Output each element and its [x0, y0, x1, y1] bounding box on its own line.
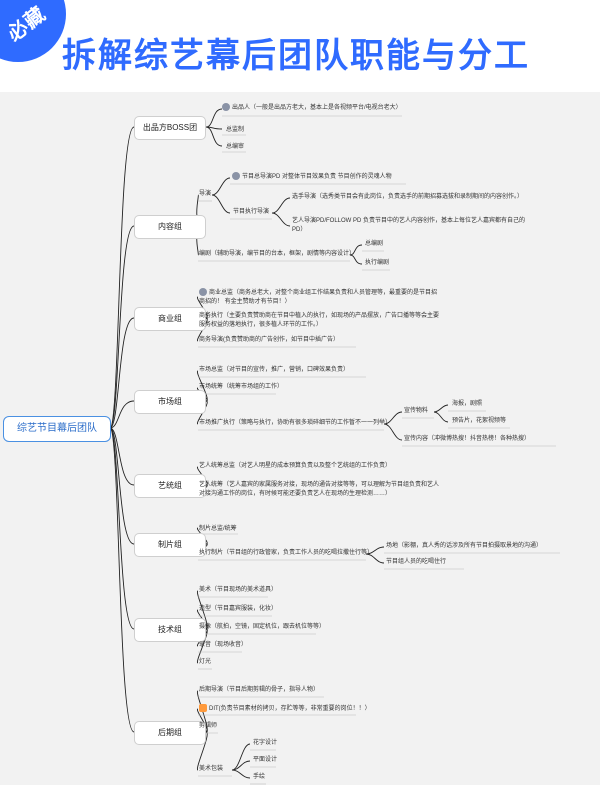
leaf-promo-material[interactable]: 宣传物料: [404, 408, 429, 414]
leaf-producer[interactable]: 出品人（一般是出品方老大，基本上是各视频平台/电视台老大）: [222, 103, 402, 113]
leaf-promo-content[interactable]: 宣传内容（冲微博热搜！抖音热榜！各种热搜）: [404, 436, 531, 442]
edge-root-tech: [109, 427, 135, 630]
edge-root-production: [109, 427, 135, 545]
page-title: 拆解综艺幕后团队职能与分工: [62, 37, 530, 75]
leaf-misc[interactable]: 手绘: [253, 774, 266, 780]
leaf-writer[interactable]: 编剧（辅助导演，编节目的台本，框架，剧情等内容设计）: [199, 251, 356, 257]
leaf-exec-writer[interactable]: 执行编剧: [365, 260, 390, 266]
leaf-market-director[interactable]: 市场总监（对节目的宣传，推广，营销，口碑效果负责）: [199, 367, 350, 373]
leaf-dit-text: DIT(负责节目素材的拷贝，存贮等等，非常重要的岗位！！）: [209, 706, 371, 712]
edge-root-artist: [109, 427, 135, 486]
edge-root-business: [109, 317, 135, 429]
leaf-business-director[interactable]: 商业总监（商务总老大，对整个商业组工作结果负责和人员管理等，最重要的是节目招商招…: [199, 288, 439, 307]
leaf-art[interactable]: 美术（节目现场的美术道具）: [199, 587, 278, 593]
leaf-market-exec[interactable]: 市场推广执行（策略与执行，协助有很多琐碎细节的工作暂不一一列举）: [199, 420, 392, 426]
leaf-chief-director-text: 节目总导演PD 对整体节目效果负责 节目创作的灵魂人物: [242, 174, 392, 180]
leaf-casting-director[interactable]: 选手导演（选秀类节目会有此岗位，负责选手的前期招募选拔和录制期间的内容创作。）: [292, 194, 524, 200]
medal-icon: [232, 172, 240, 180]
leaf-segment-director[interactable]: 节目执行导演: [233, 209, 270, 215]
leaf-poster[interactable]: 海报，剧照: [452, 401, 483, 407]
leaf-packaging[interactable]: 美术包装: [199, 766, 224, 772]
leaf-chief-producer[interactable]: 制片总监/统筹: [199, 526, 237, 532]
leaf-subtitle[interactable]: 花字设计: [253, 740, 278, 746]
leaf-editor[interactable]: 剪辑师: [199, 723, 218, 729]
root-node[interactable]: 综艺节目幕后团队: [3, 416, 111, 442]
header: 必藏 拆解综艺幕后团队职能与分工: [0, 0, 600, 92]
connector-lines: [109, 108, 560, 785]
leaf-trailer[interactable]: 预告片，花絮视频等: [452, 418, 507, 424]
leaf-director[interactable]: 导演: [199, 191, 212, 197]
collect-badge: 必藏: [0, 0, 66, 62]
leaf-business-director2[interactable]: 商务导演(负责赞助商的广告创作，如节目中插广告）: [199, 337, 339, 343]
leaf-location[interactable]: 场地（影棚，真人秀的话涉及所有节目拍摄取景地的沟通）: [386, 543, 543, 549]
leaf-business-exec[interactable]: 商务执行（主要负责赞助商在节目中植入的执行，如现场的产品摆放，广告口播等等会主要…: [199, 313, 440, 328]
edge-root-market: [109, 400, 135, 429]
branch-business[interactable]: 商业组: [134, 307, 206, 331]
leaf-chief-director[interactable]: 节目总导演PD 对整体节目效果负责 节目创作的灵魂人物: [232, 172, 392, 182]
leaf-post-director[interactable]: 后期导演（节目后期剪辑的骨子，指导人物）: [199, 687, 320, 693]
leaf-camera[interactable]: 摄像（航拍，空镜，固定机位，跟去机位等等）: [199, 624, 326, 630]
leaf-chief-reviewer[interactable]: 总编审: [226, 144, 245, 150]
leaf-graphic[interactable]: 平面设计: [253, 757, 278, 763]
branch-artist[interactable]: 艺统组: [134, 474, 206, 498]
branch-content[interactable]: 内容组: [134, 215, 206, 239]
leaf-chief-writer[interactable]: 总编剧: [365, 241, 384, 247]
leaf-artist-planner[interactable]: 艺人统筹（艺人嘉宾的家属服务对接，现场的通告对接等等，可以理解为节目组负责和艺人…: [199, 482, 440, 497]
branch-post[interactable]: 后期组: [134, 721, 206, 745]
leaf-exec-producer[interactable]: 执行制片（节目组的行政管家，负责工作人员的吃喝拉撒住行等）: [199, 550, 374, 556]
badge-label: 必藏: [3, 2, 51, 47]
branch-production[interactable]: 制片组: [134, 533, 206, 557]
leaf-styling[interactable]: 造型（节目嘉宾服装，化妆）: [199, 606, 278, 612]
edge-root-post: [109, 427, 135, 733]
leaf-lighting[interactable]: 灯光: [199, 659, 212, 665]
leaf-artist-director[interactable]: 艺人统筹总监（对艺人明星的成本预算负责以及整个艺统组的工作负责）: [199, 463, 392, 469]
leaf-sound[interactable]: 录音（现场收音）: [199, 642, 248, 648]
leaf-dit[interactable]: DIT(负责节目素材的拷贝，存贮等等，非常重要的岗位！！）: [199, 704, 371, 714]
leaf-business-director-text: 商业总监（商务总老大，对整个商业组工作结果负责和人员管理等，最重要的是节目招商招…: [199, 290, 438, 305]
leaf-artist-director[interactable]: 艺人导演PD/FOLLOW PD 负责节目中的艺人内容创作，基本上每位艺人嘉宾都…: [292, 218, 526, 233]
leaf-market-planner[interactable]: 市场统筹（统筹市场组的工作）: [199, 384, 284, 390]
leaf-producer-text: 出品人（一般是出品方老大，基本上是各视频平台/电视台老大）: [232, 105, 402, 111]
medal-icon: [222, 103, 230, 111]
leaf-chief-supervisor[interactable]: 总监制: [226, 127, 245, 133]
leaf-accommodation[interactable]: 节目组人员的吃喝住行: [386, 559, 447, 565]
edge-root-boss: [109, 126, 135, 429]
edge-root-content: [109, 225, 135, 429]
branch-boss[interactable]: 出品方BOSS团: [134, 116, 206, 140]
branch-tech[interactable]: 技术组: [134, 618, 206, 642]
branch-market[interactable]: 市场组: [134, 390, 206, 414]
medal-icon: [199, 288, 207, 296]
emoji-icon: [199, 704, 207, 712]
